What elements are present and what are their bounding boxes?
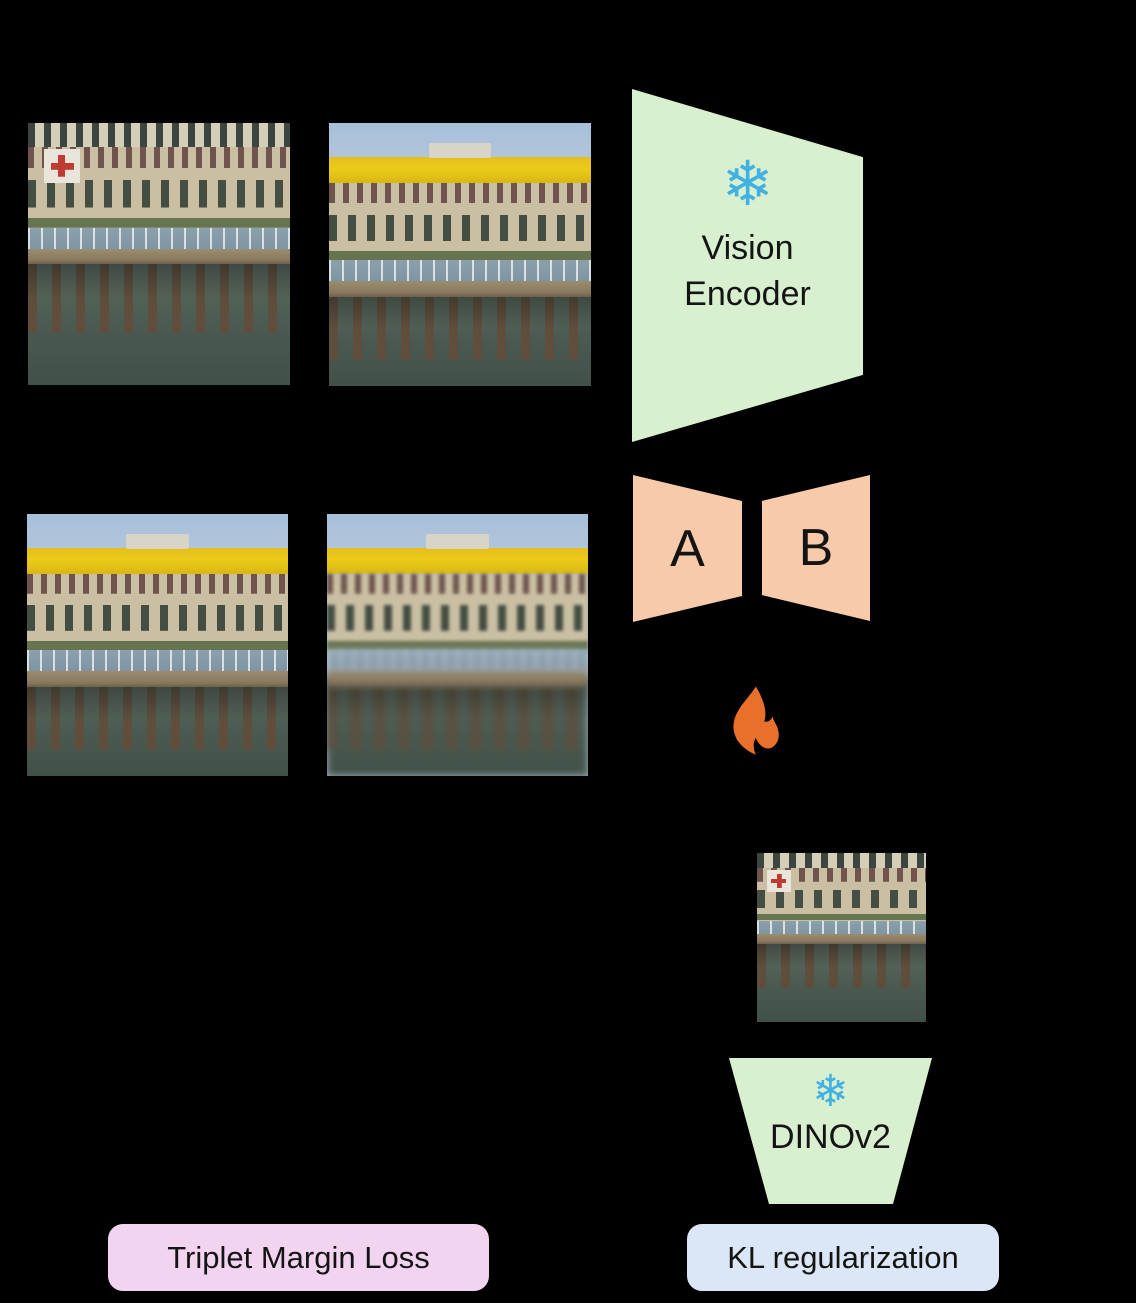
photo-pier-deck <box>27 671 288 687</box>
photo-building-facade <box>27 574 288 651</box>
photo-pier-motion-blur <box>327 514 588 776</box>
photo-upper-windows <box>28 123 290 147</box>
snowflake-icon: ❄ <box>812 1066 849 1117</box>
vision-encoder-shape: ❄ Vision Encoder <box>632 89 863 442</box>
photo-pier-railing <box>329 259 591 281</box>
photo-pier-deck <box>327 671 588 687</box>
photo-yellow-roof <box>327 548 588 575</box>
kl-regularization-badge: KL regularization <box>687 1224 999 1291</box>
photo-pilings-region <box>27 681 288 750</box>
flame-icon <box>725 684 781 760</box>
adapter-a-shape: A <box>633 475 742 622</box>
adapter-b-label: B <box>798 519 834 577</box>
photo-pier-deck <box>28 248 290 265</box>
photo-pier-deck <box>757 934 926 945</box>
photo-yellow-roof <box>329 157 591 184</box>
photo-building-facade <box>329 183 591 260</box>
photo-pier-wide-top <box>329 123 591 386</box>
photo-roof-sign <box>428 142 492 159</box>
photo-pilings-region <box>329 291 591 360</box>
photo-pilings-region <box>327 681 588 750</box>
photo-roof-sign <box>126 533 189 550</box>
triplet-margin-loss-label: Triplet Margin Loss <box>167 1239 430 1275</box>
adapter-a-label: A <box>670 519 705 578</box>
photo-pilings-region <box>28 259 290 333</box>
photo-yellow-roof <box>27 548 288 575</box>
triplet-margin-loss-badge: Triplet Margin Loss <box>108 1224 489 1291</box>
kl-regularization-label: KL regularization <box>727 1239 959 1275</box>
snowflake-icon: ❄ <box>721 147 774 220</box>
vision-encoder-label-line2: Encoder <box>684 275 811 313</box>
photo-pier-railing <box>28 227 290 249</box>
photo-pier-wide-bottom <box>27 514 288 776</box>
photo-pier-deck <box>329 280 591 297</box>
photo-red-cross-sign <box>43 149 81 184</box>
dinov2-shape: ❄ DINOv2 <box>729 1058 932 1204</box>
photo-roof-sign <box>426 533 489 550</box>
dinov2-label: DINOv2 <box>770 1118 891 1156</box>
photo-pier-railing <box>27 650 288 672</box>
photo-pilings-region <box>757 940 926 989</box>
photo-pier-railing <box>327 650 588 672</box>
photo-building-facade <box>327 574 588 651</box>
adapter-b-shape: B <box>762 475 870 621</box>
photo-pier-crop-top-left <box>28 123 290 385</box>
photo-upper-windows <box>757 853 926 869</box>
photo-pier-railing <box>757 920 926 935</box>
photo-pier-small <box>757 853 926 1022</box>
vision-encoder-label-line1: Vision <box>701 229 794 267</box>
photo-red-cross-sign <box>767 869 791 892</box>
